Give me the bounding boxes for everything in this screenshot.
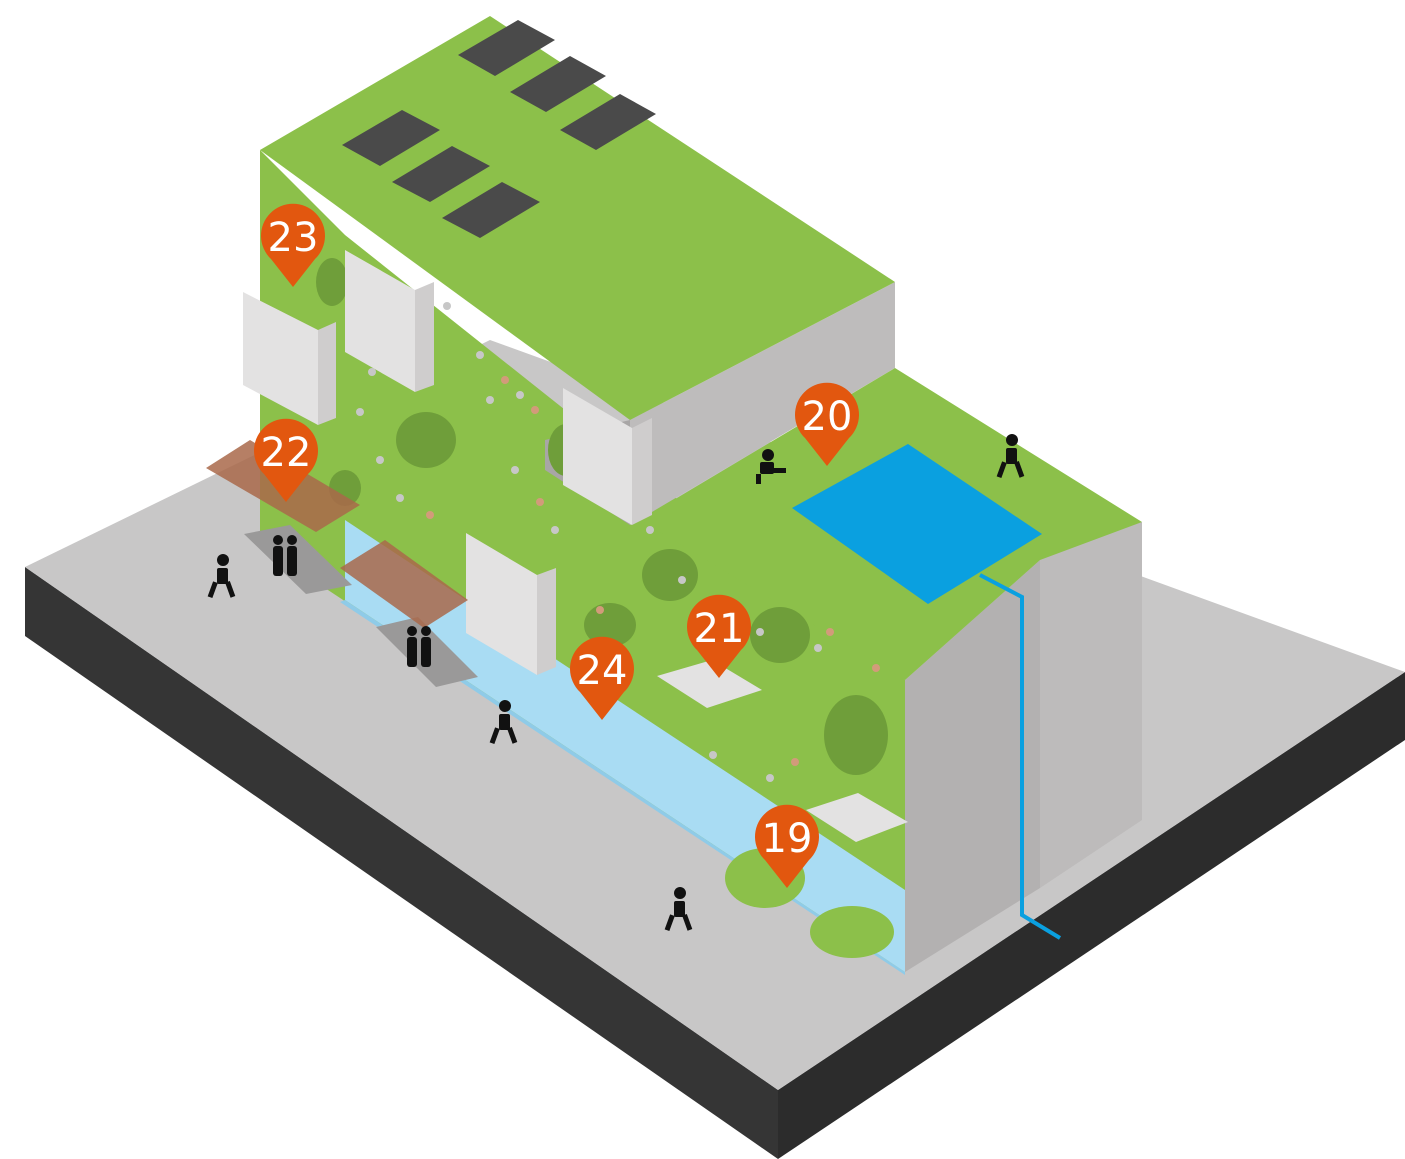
roof-pool xyxy=(792,444,1042,604)
marker-label-20: 20 xyxy=(802,394,853,440)
seated-figure-roof xyxy=(756,449,786,484)
pedestrian-1 xyxy=(207,554,236,599)
marker-24: 24 xyxy=(570,636,634,720)
lower-block-front xyxy=(905,560,1040,972)
marker-pin-23 xyxy=(261,203,326,287)
marker-23: 23 xyxy=(261,203,326,287)
marker-22: 22 xyxy=(254,418,318,502)
pedestrian-2 xyxy=(489,700,518,745)
rainwater-pipe xyxy=(979,573,1062,940)
facade-terraces xyxy=(657,660,908,842)
marker-label-19: 19 xyxy=(762,816,813,862)
standing-pair-2 xyxy=(407,626,431,667)
marker-19: 19 xyxy=(755,804,819,888)
marker-pin-22 xyxy=(254,418,318,502)
marker-pin-20 xyxy=(794,382,859,466)
marker-20: 20 xyxy=(794,382,859,466)
marker-label-24: 24 xyxy=(577,648,628,694)
marker-pin-19 xyxy=(755,804,819,888)
marker-label-22: 22 xyxy=(261,430,312,476)
platform-front-side xyxy=(25,567,778,1159)
flower-dots xyxy=(356,302,880,782)
marker-layer: 19 20 21 22 23 24 xyxy=(254,203,859,888)
marker-pin-21 xyxy=(687,594,752,678)
lower-block-side xyxy=(1040,522,1142,888)
marker-label-21: 21 xyxy=(694,606,745,652)
marker-label-23: 23 xyxy=(268,215,319,261)
pedestrian-figures xyxy=(207,434,1025,932)
platform-right-side xyxy=(778,672,1405,1159)
pedestrian-roof xyxy=(996,434,1025,479)
upper-block-side xyxy=(630,282,895,525)
standing-pair-1 xyxy=(273,535,297,576)
pedestrian-3 xyxy=(664,887,693,932)
marker-pin-24 xyxy=(570,636,634,720)
balcony-boxes xyxy=(243,250,652,675)
solar-panels xyxy=(342,20,656,238)
upper-roof xyxy=(260,16,895,420)
marker-21: 21 xyxy=(687,594,752,678)
